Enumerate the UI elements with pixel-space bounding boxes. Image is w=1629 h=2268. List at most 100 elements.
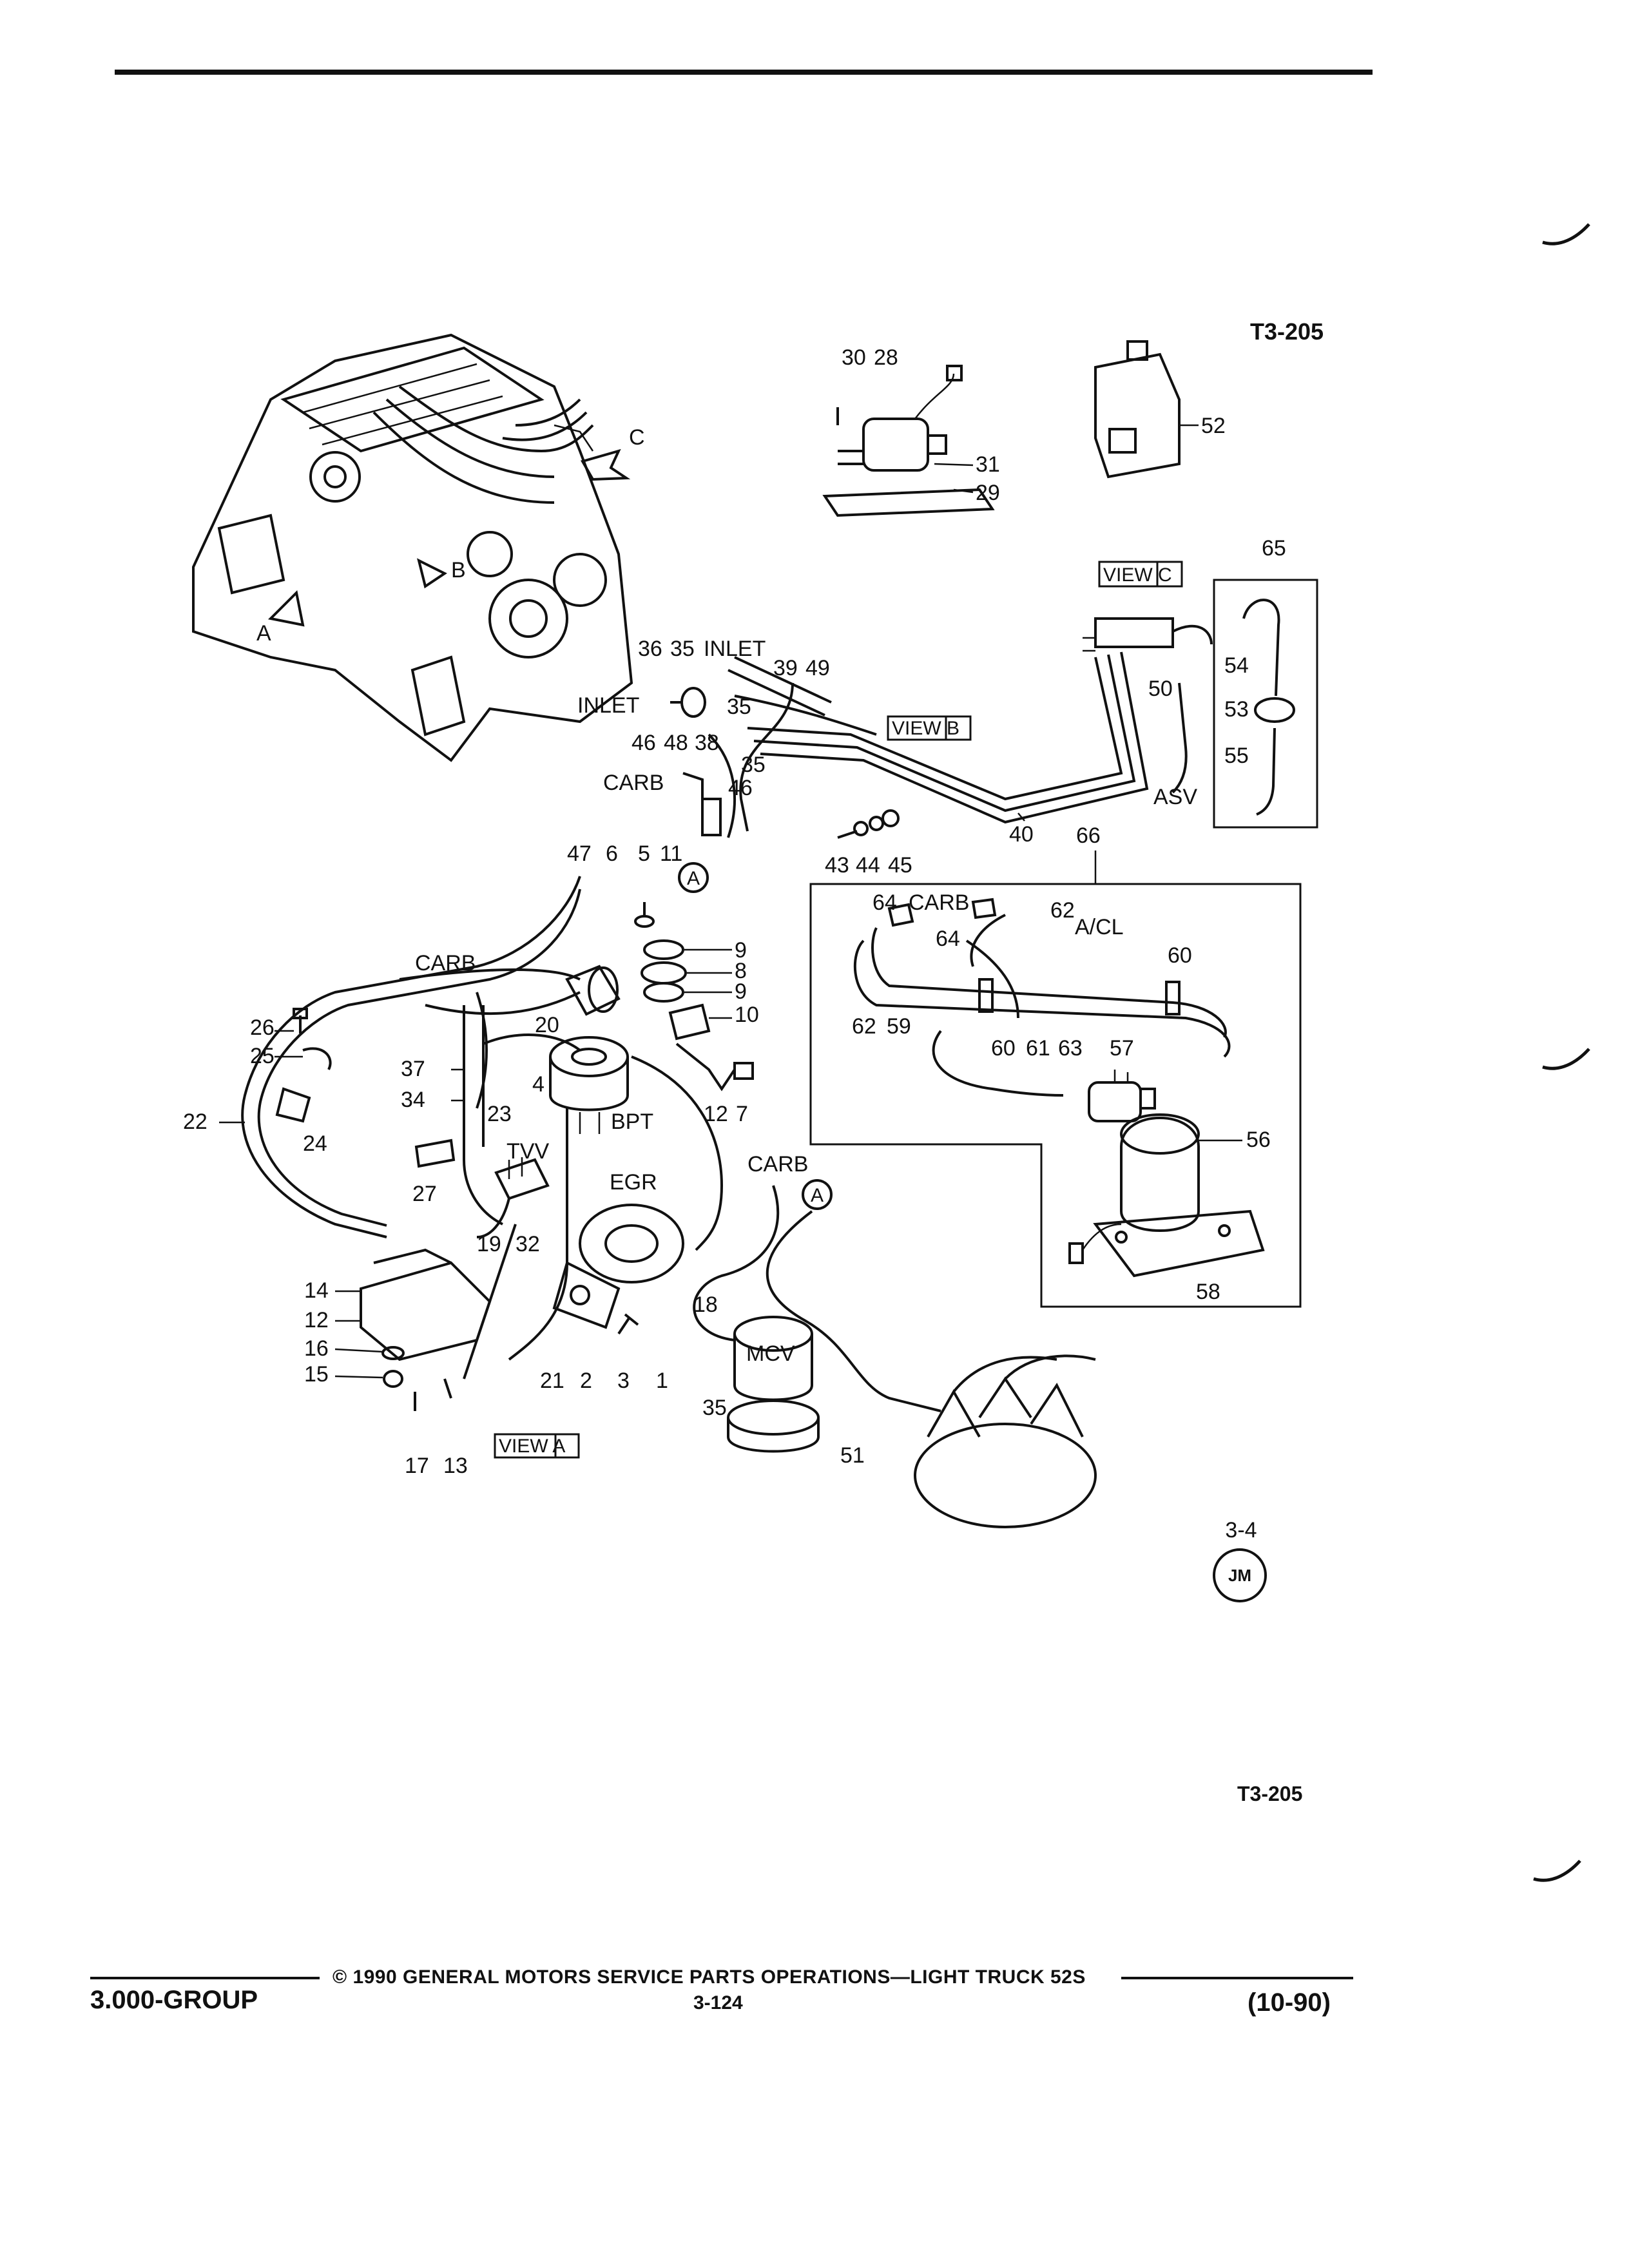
callout-16: 15 [304, 1362, 329, 1387]
callout-14: 13 [443, 1454, 468, 1478]
asv-label: ASV [1153, 785, 1197, 809]
solenoid-57 [1088, 1070, 1156, 1122]
callout-54: 54 [1224, 653, 1249, 678]
bracket-stack-5-12 [634, 902, 754, 1091]
callout-11: 11 [660, 841, 682, 866]
callout-7: 7 [736, 1102, 748, 1126]
callout-57: 57 [1110, 1036, 1134, 1061]
callout-66: 66 [1076, 823, 1101, 848]
inlet-pipes [670, 656, 832, 838]
solenoid-29 [822, 365, 995, 517]
scan-mark-2 [1542, 1048, 1590, 1070]
callout-45: 45 [888, 853, 912, 878]
egr-valve [552, 1204, 684, 1335]
callout-3: 3 [617, 1369, 630, 1393]
callout-43: 43 [825, 853, 849, 878]
acl-label: A/CL [1075, 915, 1124, 939]
callout-62-upper: 62 [1050, 898, 1075, 923]
callout-40: 38 [695, 731, 719, 755]
callout-1: 1 [656, 1369, 668, 1393]
inlet-label-lower: INLET [577, 693, 639, 718]
callout-30: 29 [976, 481, 1000, 505]
mcv-hoses [693, 1185, 941, 1412]
footer-date: (10-90) [1248, 1988, 1331, 2017]
callout-42: 40 [1009, 822, 1034, 847]
engine-label-b: B [451, 558, 466, 582]
tvv-valve [476, 1157, 550, 1238]
callout-10: 10 [735, 1003, 759, 1027]
filter-element [565, 965, 621, 1016]
carb-label-lower: CARB [747, 1152, 808, 1177]
arrow-a-icon [267, 590, 305, 627]
callout-15: 14 [304, 1278, 329, 1303]
callout-41: 39 [773, 656, 798, 680]
callout-64-upper: 64 [872, 890, 897, 915]
footer-group: 3.000-GROUP [90, 1986, 258, 2014]
pipe-bundle-42 [734, 651, 1149, 824]
callout-17: 16 [304, 1336, 329, 1361]
callout-36: 35 [727, 695, 751, 719]
callout-59: 59 [887, 1014, 911, 1039]
callout-38: 35 [670, 637, 695, 661]
circle-a-label-lower: A [811, 1185, 824, 1206]
callout-9-lower: 9 [735, 979, 747, 1004]
view-c-box [1098, 561, 1183, 588]
callout-60-lower: 60 [991, 1036, 1016, 1061]
callout-61: 61 [1026, 1036, 1050, 1061]
hose-50 [1171, 682, 1188, 794]
scan-mark-1 [1542, 223, 1590, 245]
callout-55: 55 [1224, 744, 1249, 768]
detail-box-66 [809, 883, 1302, 1308]
carb-label-left: CARB [415, 951, 476, 975]
bpt-label: BPT [611, 1110, 653, 1134]
egr-label: EGR [610, 1170, 657, 1195]
bolt-set-43-45 [837, 809, 900, 839]
callout-44: 44 [856, 853, 880, 878]
callout-47: 47 [567, 841, 592, 866]
callout-60-right: 60 [1168, 943, 1192, 968]
callout-22: 21 [540, 1369, 564, 1393]
callout-8: 8 [735, 959, 747, 983]
callout-65: 65 [1262, 536, 1286, 561]
connector-block [1083, 617, 1213, 652]
callout-2: 2 [580, 1369, 592, 1393]
carb-label-upper: CARB [603, 771, 664, 795]
callout-62-lower: 62 [852, 1014, 876, 1039]
callout-6: 6 [606, 841, 618, 866]
asv-detail-box [1213, 579, 1318, 829]
footer-rule-right [1121, 1977, 1353, 1979]
callout-29: 28 [874, 345, 898, 370]
callout-13: 12 [304, 1308, 329, 1332]
scan-mark-3 [1533, 1860, 1581, 1882]
solenoid-56 [1068, 1113, 1265, 1278]
distributor [914, 1354, 1097, 1528]
callout-25: 24 [303, 1131, 327, 1156]
jm-badge: JM [1213, 1548, 1267, 1602]
vacuum-hoses [241, 876, 724, 1379]
callout-9-upper: 9 [735, 938, 747, 963]
arrow-b-icon [417, 558, 447, 589]
callout-64-lower: 64 [936, 927, 960, 951]
callout-34: 34 [401, 1088, 425, 1112]
mcv-label: MCV [746, 1341, 795, 1366]
view-c-label: VIEW C [1103, 564, 1172, 586]
arrow-c-icon [580, 448, 631, 481]
circle-a-marker-upper [678, 862, 709, 893]
callout-20: 19 [477, 1232, 501, 1256]
callout-63: 63 [1058, 1036, 1083, 1061]
callout-4: 4 [532, 1072, 545, 1097]
box-66-hoses [853, 898, 1231, 1097]
callout-27: 26 [250, 1015, 275, 1040]
callout-51: 51 [840, 1443, 865, 1468]
carb-label-box: CARB [909, 890, 969, 915]
engine-illustration [192, 333, 633, 762]
callout-35-upper: 35 [741, 753, 766, 777]
callout-49: 49 [805, 656, 830, 680]
callout-37: 37 [401, 1057, 425, 1081]
view-a-label: VIEW A [499, 1436, 565, 1457]
top-rule [115, 70, 1373, 75]
inlet-label-upper: INLET [704, 637, 766, 661]
